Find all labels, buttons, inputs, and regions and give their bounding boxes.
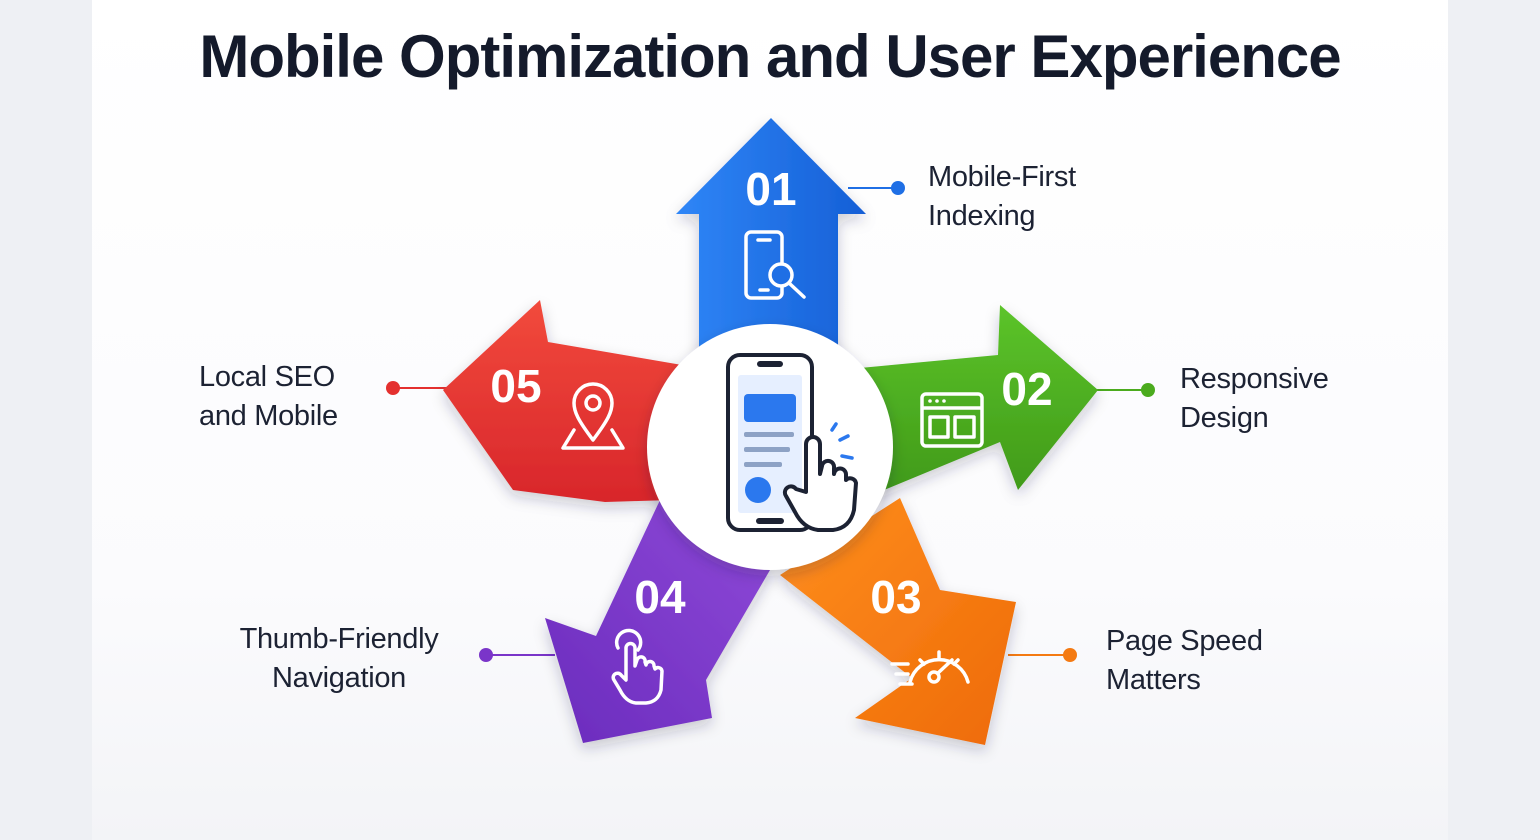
step-number-05: 05 — [490, 360, 541, 412]
step-label-02-line1: Responsive — [1180, 363, 1329, 395]
arrow-05 — [443, 300, 682, 502]
smartphone-tap-icon — [726, 353, 858, 532]
arrow-03 — [780, 498, 1016, 745]
mobile-search-icon — [744, 230, 806, 300]
tap-finger-icon — [611, 628, 664, 705]
browser-layout-icon — [920, 392, 984, 448]
arrow-04 — [545, 500, 770, 743]
page-title: Mobile Optimization and User Experience — [199, 23, 1341, 90]
arrow-01 — [676, 118, 866, 355]
step-number-01: 01 — [745, 163, 796, 215]
step-number-04: 04 — [634, 571, 686, 623]
arrow-02 — [860, 305, 1098, 500]
step-label-05-line1: Local SEO — [199, 361, 335, 393]
step-label-03: Page Speed Matters — [1106, 622, 1263, 700]
connector-dot-02 — [1141, 383, 1155, 397]
connector-dot-01 — [891, 181, 905, 195]
step-label-04-line1: Thumb-Friendly — [239, 623, 439, 655]
speedometer-icon — [890, 650, 970, 686]
step-number-03: 03 — [870, 571, 921, 623]
connector-dot-03 — [1063, 648, 1077, 662]
step-label-03-line1: Page Speed — [1106, 625, 1263, 657]
step-label-03-line2: Matters — [1106, 664, 1201, 696]
step-label-02: Responsive Design — [1180, 360, 1329, 438]
connector-dot-05 — [386, 381, 400, 395]
step-label-05-line2: and Mobile — [199, 400, 338, 432]
step-label-04-line2: Navigation — [271, 662, 407, 694]
step-label-04: Thumb-Friendly Navigation — [214, 620, 464, 698]
connector-lines — [386, 181, 1155, 662]
step-label-01: Mobile-First Indexing — [928, 158, 1076, 236]
location-pin-icon — [561, 382, 625, 450]
step-label-05: Local SEO and Mobile — [199, 358, 338, 436]
connector-dot-04 — [479, 648, 493, 662]
step-label-02-line2: Design — [1180, 402, 1269, 434]
step-label-01-line2: Indexing — [928, 200, 1036, 232]
step-number-02: 02 — [1001, 363, 1052, 415]
step-label-01-line1: Mobile-First — [928, 161, 1076, 193]
